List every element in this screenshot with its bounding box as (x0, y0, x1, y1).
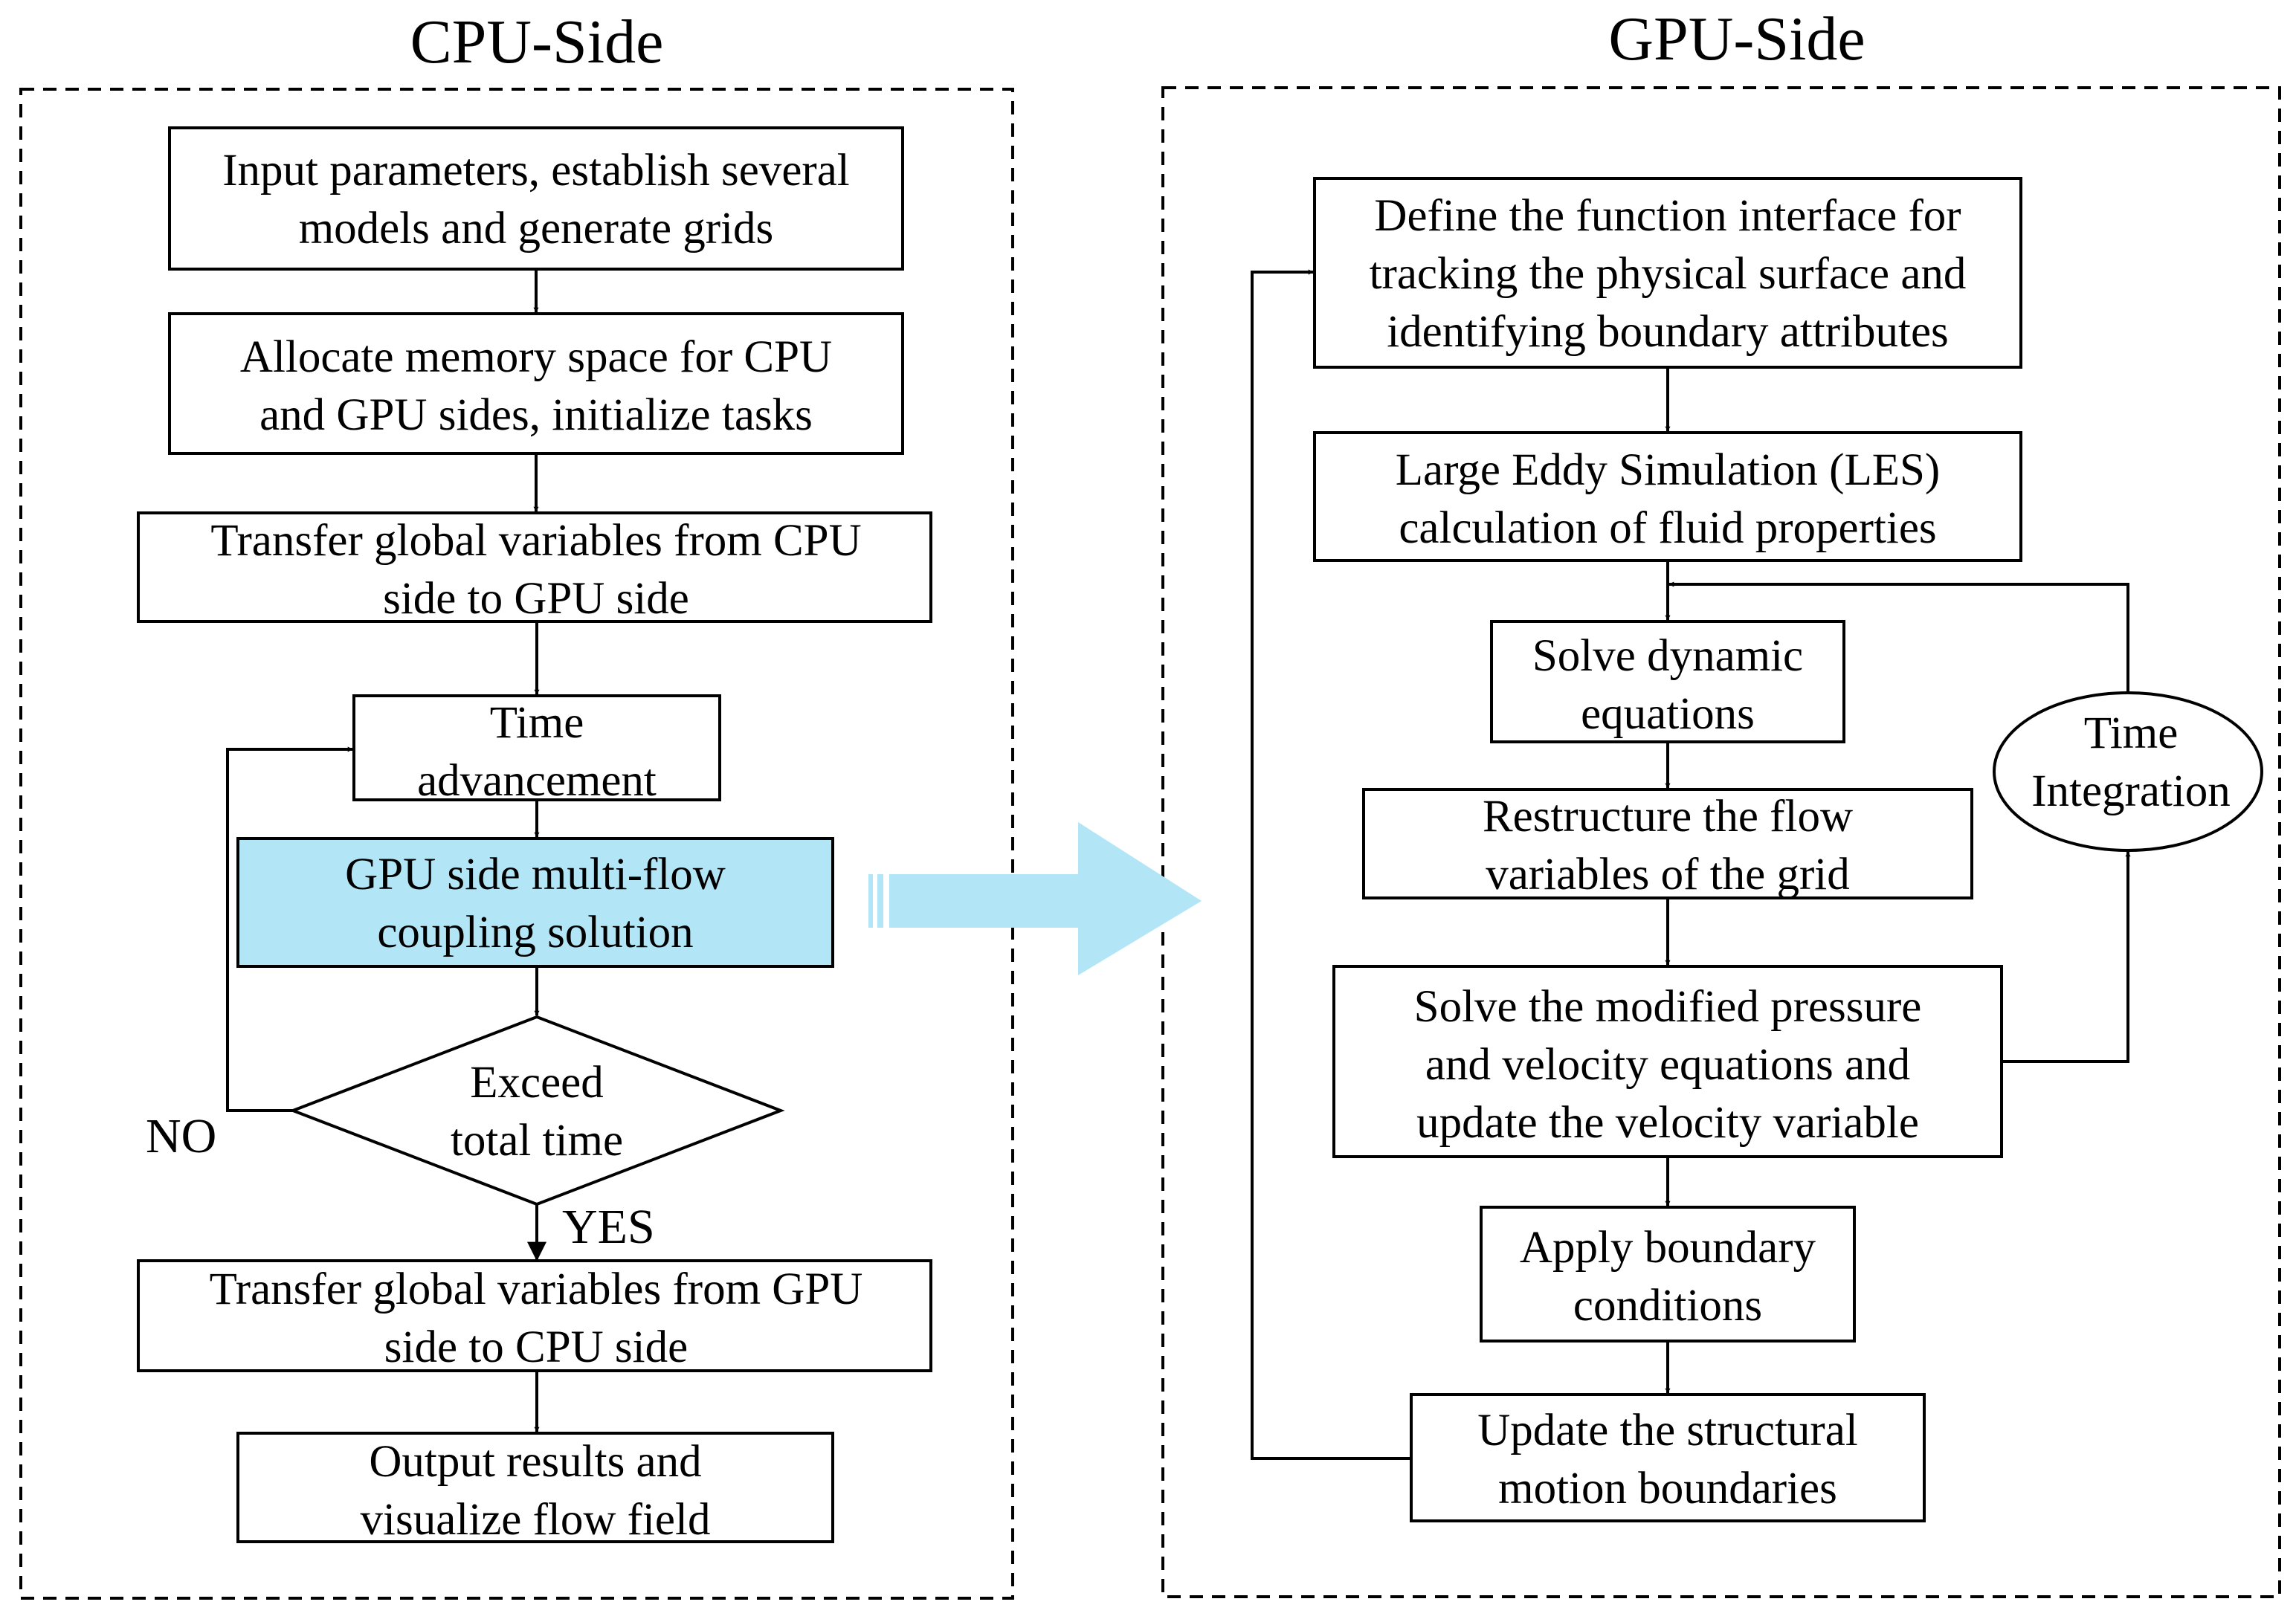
arrow-update-to-define-loop (1251, 269, 1411, 1460)
cpu-output-line-1: Output results and (369, 1437, 701, 1487)
cpu-gpu-solve-step: GPU side multi-flow coupling solution (236, 837, 834, 968)
cpu-allocate-step: Allocate memory space for CPU and GPU si… (168, 312, 904, 455)
cpu-input-line-1: Input parameters, establish several (222, 146, 850, 196)
arrow-time-integration-loop (1668, 581, 2129, 693)
gpu-time-integration-line-2: Integration (2031, 766, 2231, 816)
cpu-transfer-in-step: Transfer global variables from CPU side … (137, 511, 932, 624)
cpu-allocate-line-1: Allocate memory space for CPU (240, 332, 832, 382)
cpu-side-frame (19, 88, 1014, 1600)
gpu-define-line-3: identifying boundary attributes (1387, 307, 1949, 357)
gpu-define-line-2: tracking the physical surface and (1370, 249, 1967, 299)
gpu-define-line-1: Define the function interface for (1374, 191, 1961, 241)
cpu-exceed-line-1: Exceed (470, 1058, 604, 1108)
gpu-define-step: Define the function interface for tracki… (1313, 177, 2022, 369)
gpu-boundary-step: Apply boundary conditions (1480, 1206, 1856, 1342)
gpu-boundary-line-2: conditions (1573, 1281, 1762, 1331)
cpu-time-advancement-line-1: Time (490, 698, 584, 748)
cpu-output-line-2: visualize flow field (361, 1495, 711, 1545)
cpu-transfer-out-step: Transfer global variables from GPU side … (137, 1259, 932, 1372)
gpu-boundary-line-1: Apply boundary (1520, 1223, 1816, 1273)
gpu-pressure-line-3: update the velocity variable (1416, 1098, 1919, 1148)
yes-label: YES (562, 1200, 655, 1254)
gpu-side-frame (1161, 86, 2281, 1598)
cpu-allocate-line-2: and GPU sides, initialize tasks (259, 390, 813, 440)
gpu-dynamic-step: Solve dynamic equations (1490, 620, 1845, 743)
cpu-input-line-2: models and generate grids (299, 204, 774, 253)
cpu-time-advancement-step: Time advancement (352, 694, 721, 806)
gpu-les-line-2: calculation of fluid properties (1399, 503, 1936, 553)
cpu-transfer-in-line-1: Transfer global variables from CPU (210, 516, 861, 566)
no-label: NO (146, 1109, 216, 1163)
cpu-transfer-in-line-2: side to GPU side (383, 574, 689, 624)
gpu-restructure-line-1: Restructure the flow (1483, 792, 1853, 841)
cpu-exceed-decision: Exceed total time (288, 1015, 785, 1206)
gpu-pressure-line-2: and velocity equations and (1425, 1040, 1910, 1090)
gpu-dynamic-line-2: equations (1581, 689, 1755, 739)
gpu-restructure-line-2: variables of the grid (1486, 850, 1850, 899)
arrow-pressure-to-time-integration (2002, 851, 2131, 1063)
cpu-gpu-solve-line-2: coupling solution (377, 908, 693, 957)
gpu-dynamic-line-1: Solve dynamic (1532, 631, 1803, 681)
cpu-gpu-solve-line-1: GPU side multi-flow (345, 850, 726, 899)
gpu-update-line-1: Update the structural (1477, 1406, 1858, 1455)
cpu-time-advancement-line-2: advancement (417, 756, 657, 806)
gpu-pressure-line-1: Solve the modified pressure (1414, 982, 1922, 1032)
cpu-exceed-line-2: total time (451, 1116, 623, 1166)
gpu-time-integration-line-1: Time (2084, 708, 2179, 758)
cpu-to-gpu-big-arrow (868, 822, 1202, 975)
cpu-input-step: Input parameters, establish several mode… (168, 126, 904, 271)
gpu-les-step: Large Eddy Simulation (LES) calculation … (1313, 431, 2022, 562)
gpu-time-integration-node: Time Integration (1993, 691, 2263, 852)
cpu-output-step: Output results and visualize flow field (236, 1432, 834, 1545)
arrow-no-loop (226, 746, 353, 1112)
cpu-transfer-out-line-2: side to CPU side (384, 1322, 688, 1372)
cpu-side-title: CPU-Side (410, 7, 664, 77)
gpu-les-line-1: Large Eddy Simulation (LES) (1396, 445, 1940, 495)
gpu-pressure-step: Solve the modified pressure and velocity… (1332, 965, 2003, 1158)
cpu-transfer-out-line-1: Transfer global variables from GPU (210, 1264, 863, 1314)
gpu-update-step: Update the structural motion boundaries (1410, 1393, 1926, 1522)
gpu-restructure-step: Restructure the flow variables of the gr… (1362, 788, 1973, 899)
gpu-side-title: GPU-Side (1608, 4, 1865, 74)
gpu-update-line-2: motion boundaries (1498, 1464, 1837, 1513)
